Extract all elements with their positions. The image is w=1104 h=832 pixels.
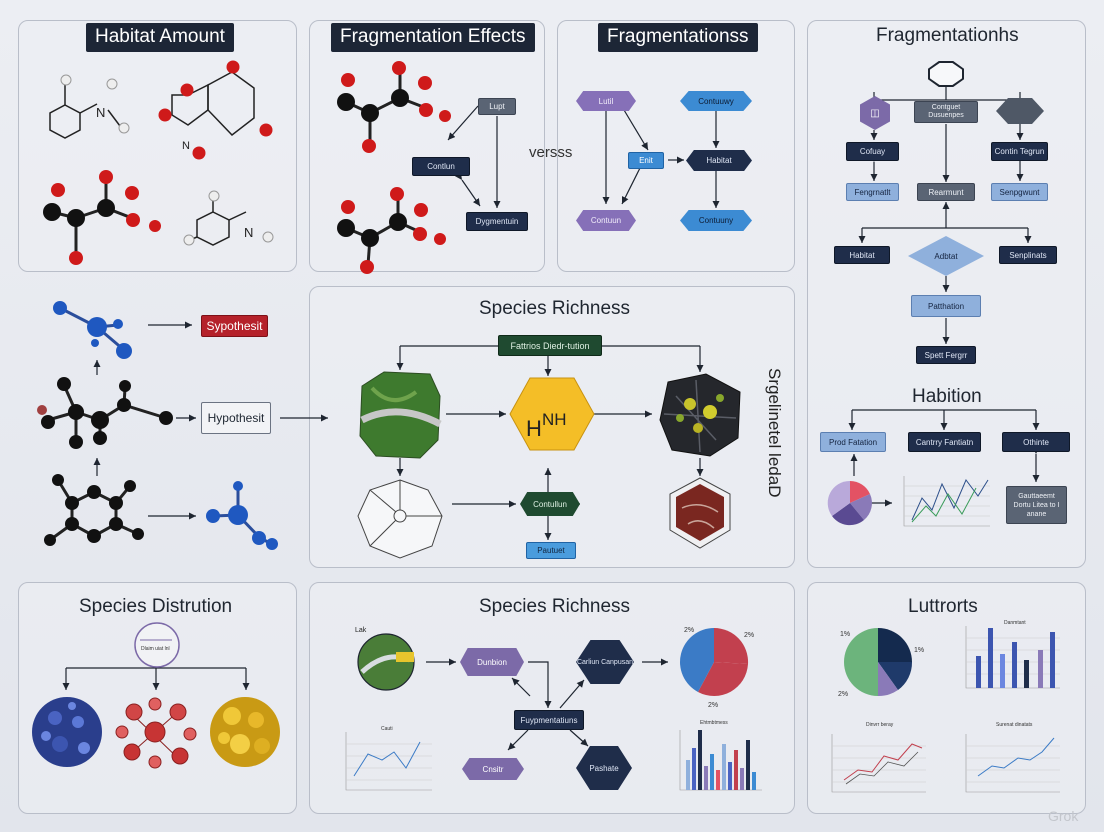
title-species-distribution: Species Distrution [79, 596, 233, 617]
luttrorts-chart-title-2: Dinvrr beray [866, 722, 894, 728]
node-top-right-hex [996, 98, 1044, 124]
luttrorts-pct-1: 1% [840, 631, 850, 638]
luttrorts-line-chart-1 [831, 734, 926, 793]
black-molecule-1 [47, 384, 167, 440]
node-habitat: Habitat [686, 150, 752, 171]
yellow-cluster-icon [210, 697, 280, 767]
node-sypothesit: Sypothesit [201, 315, 268, 337]
node-prod-fatation: Prod Fatation [820, 432, 886, 452]
node-cofuay: Cofuay [846, 142, 899, 161]
map-circle-icon [357, 633, 415, 691]
habition-line-chart [903, 476, 990, 527]
hexagon-label-h: H [526, 416, 542, 441]
node-patthation: Patthation [911, 295, 981, 317]
node-lutil: Lutil [576, 91, 636, 111]
luttrorts-pct-2: 1% [914, 647, 924, 654]
richness-pie-chart [680, 627, 749, 697]
node-contullun: Contullun [520, 492, 580, 516]
landscape-tile-icon [359, 371, 442, 459]
node-dunbion: Dunbion [460, 648, 524, 676]
hexagon-label-nh: NH [542, 410, 567, 429]
luttrorts-line-chart-2 [965, 734, 1060, 793]
luttrorts-chart-title-3: Surenat dinatats [996, 722, 1033, 728]
title-species-richness-bottom: Species Richness [479, 596, 631, 617]
panel-luttrorts [807, 582, 1086, 814]
wireframe-polygon-icon [357, 479, 443, 559]
benzene-molecule-2 [189, 198, 247, 246]
node-fuypmentatiuns: Fuypmentatiuns [514, 710, 584, 730]
svg-text:N: N [182, 140, 190, 152]
node-cnsitr: Cnsitr [462, 758, 524, 780]
vertical-label: Srgelinetel ledaD [765, 368, 784, 498]
node-spett-fergrr: Spett Fergrr [916, 346, 976, 364]
richness-pie-pct-3: 2% [708, 702, 718, 709]
node-rearmunt: Rearmunt [917, 183, 975, 201]
luttrorts-pct-3: 2% [838, 691, 848, 698]
label-ehtmbtmess: Ehtmbtmess [700, 720, 728, 726]
node-cantrry-fantiatn: Cantrry Fantiatn [908, 432, 981, 452]
title-luttrorts: Luttrorts [908, 596, 978, 617]
blue-cluster-icon [32, 697, 102, 767]
node-contguet: Contguet Dusuenpes [914, 101, 978, 123]
brown-hexagon-icon [669, 477, 731, 549]
title-fragmentationss: Fragmentationss [598, 23, 758, 52]
node-dygmentuin: Dygmentuin [466, 212, 528, 231]
node-hypothesit: Hypothesit [201, 402, 271, 434]
label-lak: Lak [355, 627, 367, 634]
node-fattrios-diedr-tution: Fattrios Diedr-tution [498, 335, 602, 356]
species-circle [134, 622, 180, 668]
node-gauttaeemt: Gauttaeemt Dortu Litea to I anane [1006, 486, 1067, 524]
node-contuun: Contuun [576, 210, 636, 231]
node-enit: Enit [628, 152, 664, 169]
title-species-richness-top: Species Richness [479, 298, 631, 319]
side-label-versss: versss [529, 144, 573, 161]
bicyclic-molecule [171, 66, 255, 137]
luttrorts-pie-chart [844, 628, 913, 697]
node-senplinats: Senplinats [999, 246, 1057, 264]
richness-pie-pct-2: 2% [744, 632, 754, 639]
carboxyl-molecule-3 [345, 196, 421, 266]
node-contlun: Contlun [412, 157, 470, 176]
node-lupt: Lupt [478, 98, 516, 115]
atom-label-n1: N [96, 105, 105, 120]
title-fragmentation-effects: Fragmentation Effects [331, 23, 535, 52]
watermark-grok: Grok [1048, 808, 1079, 824]
node-habitat-left: Habitat [834, 246, 890, 264]
node-contin-tegrun: Contin Tegrun [991, 142, 1048, 161]
yellow-hexagon-icon [509, 377, 595, 451]
label-cauti: Cauti [381, 726, 393, 732]
species-circle-label: Dlaim uiat lnl [141, 646, 170, 652]
benzene-molecule-1 [49, 82, 121, 139]
title-fragmentationhs: Fragmentationhs [876, 25, 1019, 46]
node-carliun-canpusan: Carliun Canpusan [576, 640, 634, 684]
node-fengrnatlt: Fengrnatlt [846, 183, 899, 201]
title-habitat-amount: Habitat Amount [86, 23, 234, 52]
richness-pie-pct-1: 2% [684, 627, 694, 634]
carboxyl-molecule-2 [345, 70, 427, 143]
luttrorts-chart-title-1: Danmtant [1004, 620, 1026, 626]
habition-pie-chart [827, 480, 872, 526]
richness-line-chart [345, 732, 432, 791]
node-contuuny: Contuuny [680, 210, 752, 231]
luttrorts-bars [976, 628, 1055, 688]
node-othinte: Othinte [1002, 432, 1070, 452]
fragmented-landscape-icon [659, 373, 741, 457]
atom-label-n2: N [244, 225, 253, 240]
node-senpgwunt: Senpgwunt [991, 183, 1048, 201]
node-dconett-inner: ​ [930, 63, 962, 85]
node-pautuet: Pautuet [526, 542, 576, 559]
richness-bars [686, 730, 756, 790]
red-cluster-icon [115, 697, 197, 769]
title-habition: Habition [912, 386, 982, 407]
node-contuuwy: Contuuwy [680, 91, 752, 111]
